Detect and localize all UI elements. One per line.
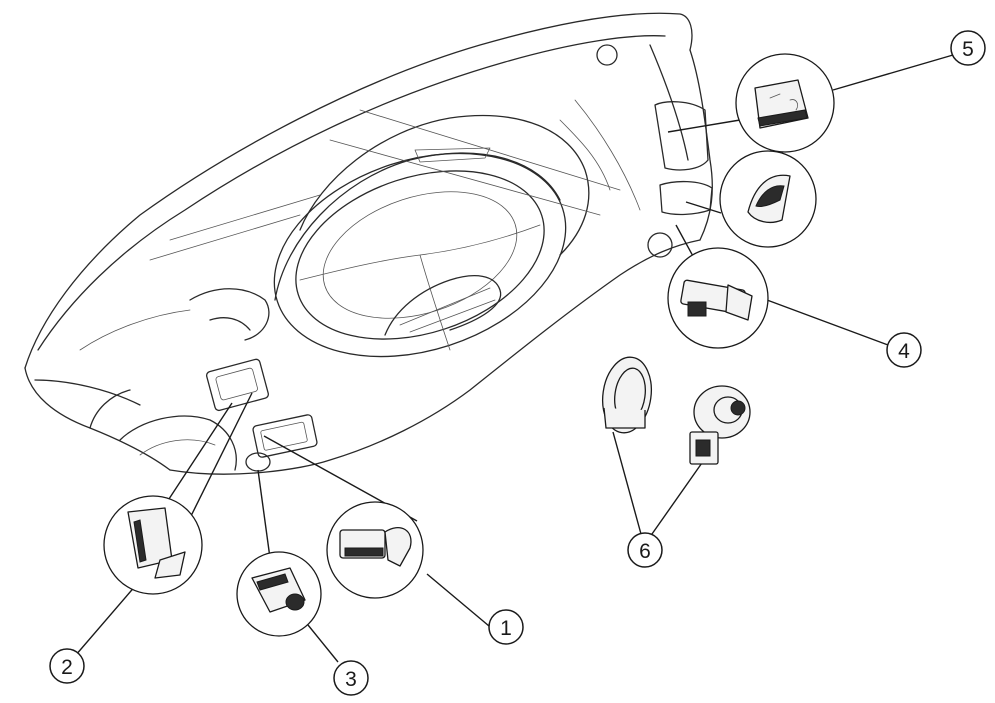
badge-3-label: 3: [345, 668, 357, 691]
leader-lines: [74, 54, 954, 663]
callout-3-switch: [236, 551, 322, 637]
dashboard-outline: [24, 12, 713, 475]
badge-4: 4: [886, 332, 922, 368]
callout-unlabeled-switch: [719, 150, 817, 248]
part-6-rotary-switch: [689, 385, 751, 465]
badge-2: 2: [49, 648, 85, 684]
badge-3: 3: [333, 660, 369, 696]
badge-2-label: 2: [61, 656, 73, 679]
badge-5-label: 5: [962, 38, 974, 61]
callout-2-switch: [103, 495, 203, 595]
badge-4-label: 4: [898, 340, 910, 363]
badge-6: 6: [627, 532, 663, 568]
part-6-trim-ring: [602, 356, 652, 434]
callout-5-switch: [735, 53, 835, 153]
badge-6-label: 6: [639, 540, 651, 563]
callout-4-switch: [667, 247, 769, 349]
badge-1: 1: [488, 609, 524, 645]
badge-5: 5: [950, 30, 986, 66]
badge-1-label: 1: [500, 617, 512, 640]
callout-1-switch: [326, 501, 424, 599]
